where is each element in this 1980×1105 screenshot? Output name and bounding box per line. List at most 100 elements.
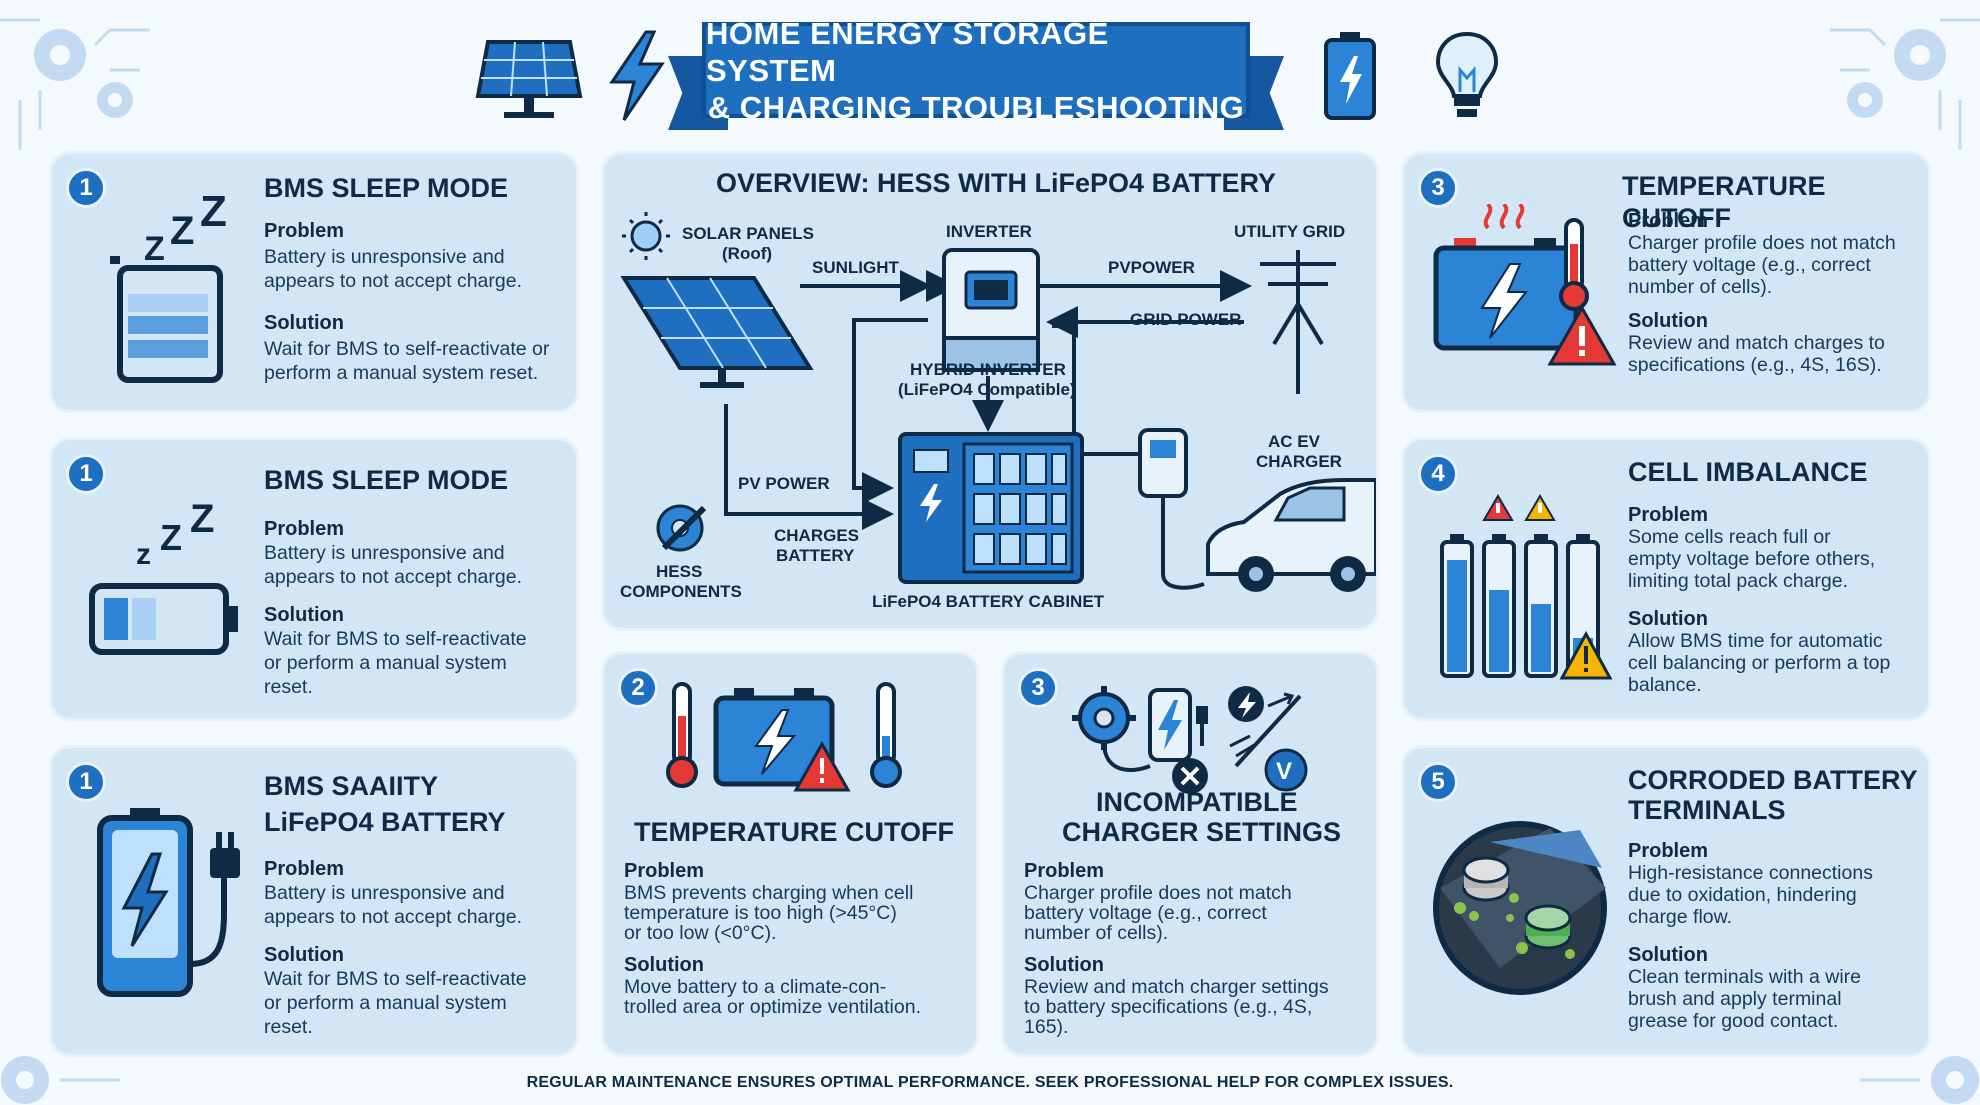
- solution-text-line-1: Wait for BMS to self-reactivate: [264, 628, 527, 650]
- card-incompatible-charger-settings: 3 V INCOMPATIBLE CHARGER SETTINGS Proble…: [1004, 654, 1376, 1054]
- solution-text-line-2: cell balancing or perform a top: [1628, 652, 1891, 674]
- solar-panels-roof: [620, 276, 814, 388]
- solution-label: Solution: [624, 954, 704, 976]
- card-title: BMS SLEEP MODE: [264, 465, 509, 495]
- svg-text:Z: Z: [144, 230, 165, 268]
- card-number-badge: 3: [1418, 168, 1458, 208]
- label-charger: CHARGER: [1256, 452, 1342, 471]
- battery-icon: [1324, 32, 1376, 120]
- solar-panel-icon: [475, 40, 583, 118]
- problem-label: Problem: [624, 860, 705, 882]
- problem-text-line-2: temperature is too high (>45°C): [624, 902, 897, 924]
- sun-icon: [622, 212, 670, 260]
- solution-label: Solution: [264, 944, 344, 966]
- problem-text-line-3: or too low (<0°C).: [624, 922, 777, 944]
- lifepo4-battery-cabinet-icon: [898, 432, 1084, 584]
- page-title: HOME ENERGY STORAGE SYSTEM & CHARGING TR…: [702, 16, 1250, 125]
- card-title: CELL IMBALANCE: [1628, 457, 1868, 487]
- charger-settings-icon: V: [1072, 686, 1308, 794]
- sleeping-battery-icon: Z Z Z: [110, 190, 227, 383]
- solution-text-line-1: Review and match charges to: [1628, 332, 1885, 354]
- card-number-badge: 1: [66, 454, 106, 494]
- lightbulb-icon: [1435, 31, 1499, 117]
- problem-text-line-3: number of cells).: [1024, 922, 1169, 944]
- hot-battery-icon: [1433, 204, 1617, 366]
- label-pvpower: PVPOWER: [1108, 258, 1195, 277]
- footer-note: REGULAR MAINTENANCE ENSURES OPTIMAL PERF…: [526, 1074, 1454, 1091]
- problem-text-line-2: appears to not accept charge.: [264, 906, 523, 928]
- problem-text-line-1: Battery is unresponsive and: [264, 542, 505, 564]
- card-title: BMS SLEEP MODE: [264, 173, 509, 203]
- problem-label: Problem: [1628, 504, 1709, 526]
- svg-text:z: z: [136, 538, 151, 571]
- solution-text-line-2: trolled area or optimize ventilation.: [624, 996, 921, 1018]
- card-title-line-1: INCOMPATIBLE: [1096, 787, 1298, 817]
- card-bms-sleep-mode-1: 1 Z Z Z BMS SLEEP MODE Problem Battery i…: [52, 154, 576, 410]
- inverter-icon: [942, 248, 1040, 372]
- label-battery: BATTERY: [776, 546, 855, 565]
- problem-text-line-1: BMS prevents charging when cell: [624, 882, 914, 904]
- card-bms-sleep-mode-2: 1 z Z Z BMS SLEEP MODE Problem Battery i…: [52, 440, 576, 718]
- circuit-decoration-top-left: [0, 18, 150, 150]
- label-inverter: INVERTER: [946, 222, 1032, 241]
- solution-text-line-2: or perform a manual system: [264, 992, 507, 1014]
- solution-label: Solution: [264, 312, 344, 334]
- label-hybrid-inverter-sub: (LiFePO4 Compatible): [898, 380, 1076, 399]
- problem-text-line-1: Some cells reach full or: [1628, 526, 1831, 548]
- card-corroded-battery-terminals: 5 CORRODED BATTERY TERMINALS Problem Hig…: [1404, 748, 1928, 1054]
- card-title-line-2: LiFePO4 BATTERY: [264, 807, 506, 837]
- utility-grid-pole-icon: [1260, 250, 1336, 394]
- overview-title: OVERVIEW: HESS WITH LiFePO4 BATTERY: [716, 168, 1277, 198]
- solution-text-line-2: or perform a manual system: [264, 652, 507, 674]
- problem-label: Problem: [264, 518, 345, 540]
- solution-text-line-2: specifications (e.g., 4S, 16S).: [1628, 354, 1882, 376]
- label-hess: HESS: [656, 562, 703, 581]
- solution-text-line-1: Clean terminals with a wire: [1628, 966, 1862, 988]
- overview-diagram-panel: OVERVIEW: HESS WITH LiFePO4 BATTERY: [604, 154, 1376, 628]
- card-number-badge: 1: [66, 762, 106, 802]
- problem-text-line-2: appears to not accept charge.: [264, 566, 523, 588]
- thermometer-battery-icon: [666, 682, 902, 792]
- solution-text-line-3: grease for good contact.: [1628, 1010, 1839, 1032]
- cell-imbalance-icon: [1440, 494, 1612, 680]
- label-hybrid-inverter: HYBRID INVERTER: [910, 360, 1066, 379]
- plugged-battery-icon: [97, 808, 240, 997]
- card-number-badge: 5: [1418, 762, 1458, 802]
- card-number-badge: 4: [1418, 454, 1458, 494]
- lightning-icon: [609, 30, 665, 121]
- title-line-1: HOME ENERGY STORAGE SYSTEM: [706, 15, 1109, 88]
- solution-text-line-1: Wait for BMS to self-reactivate or: [264, 338, 550, 360]
- label-charges: CHARGES: [774, 526, 860, 545]
- solution-label: Solution: [1628, 310, 1708, 332]
- card-temperature-cutoff-3: 3 TEMPERATURE CUTOFF Problem Charger pro…: [1404, 154, 1928, 410]
- card-title-line-1: BMS SAAIITY: [264, 771, 439, 801]
- solution-text-line-2: perform a manual system reset.: [264, 362, 539, 384]
- svg-text:Z: Z: [170, 209, 194, 253]
- solution-label: Solution: [264, 604, 344, 626]
- circuit-decoration-top-right: [1830, 18, 1980, 150]
- circuit-decoration-bottom-left: [1, 1056, 120, 1104]
- card-title: TEMPERATURE CUTOFF: [634, 817, 954, 847]
- problem-text-line-2: battery voltage (e.g., correct: [1024, 902, 1267, 924]
- solution-label: Solution: [1024, 954, 1104, 976]
- solution-text-line-1: Wait for BMS to self-reactivate: [264, 968, 527, 990]
- card-temperature-cutoff-2: 2 TEMPERATURE CUTOFF Problem BMS prevent…: [604, 654, 976, 1054]
- problem-label: Problem: [264, 220, 345, 242]
- overview-diagram: [620, 212, 1376, 592]
- problem-label: Problem: [1628, 840, 1709, 862]
- electric-car-icon: [1206, 478, 1376, 592]
- problem-text-line-1: High-resistance connections: [1628, 862, 1873, 884]
- solution-text-line-2: to battery specifications (e.g., 4S,: [1024, 996, 1313, 1018]
- label-sunlight: SUNLIGHT: [812, 258, 899, 277]
- problem-text-line-1: Charger profile does not match: [1024, 882, 1292, 904]
- solution-label: Solution: [1628, 944, 1708, 966]
- ev-charger-icon: [1122, 428, 1205, 590]
- problem-text-line-1: Battery is unresponsive and: [264, 882, 505, 904]
- solution-text-line-1: Allow BMS time for automatic: [1628, 630, 1883, 652]
- problem-text-line-2: appears to not accept charge.: [264, 270, 523, 292]
- sleeping-battery-icon: z Z Z: [89, 497, 238, 655]
- svg-text:Z: Z: [190, 497, 214, 541]
- title-line-2: & CHARGING TROUBLESHOOTING: [707, 89, 1245, 125]
- card-number-badge: 2: [618, 668, 658, 708]
- label-solar-panels: SOLAR PANELS: [682, 224, 814, 243]
